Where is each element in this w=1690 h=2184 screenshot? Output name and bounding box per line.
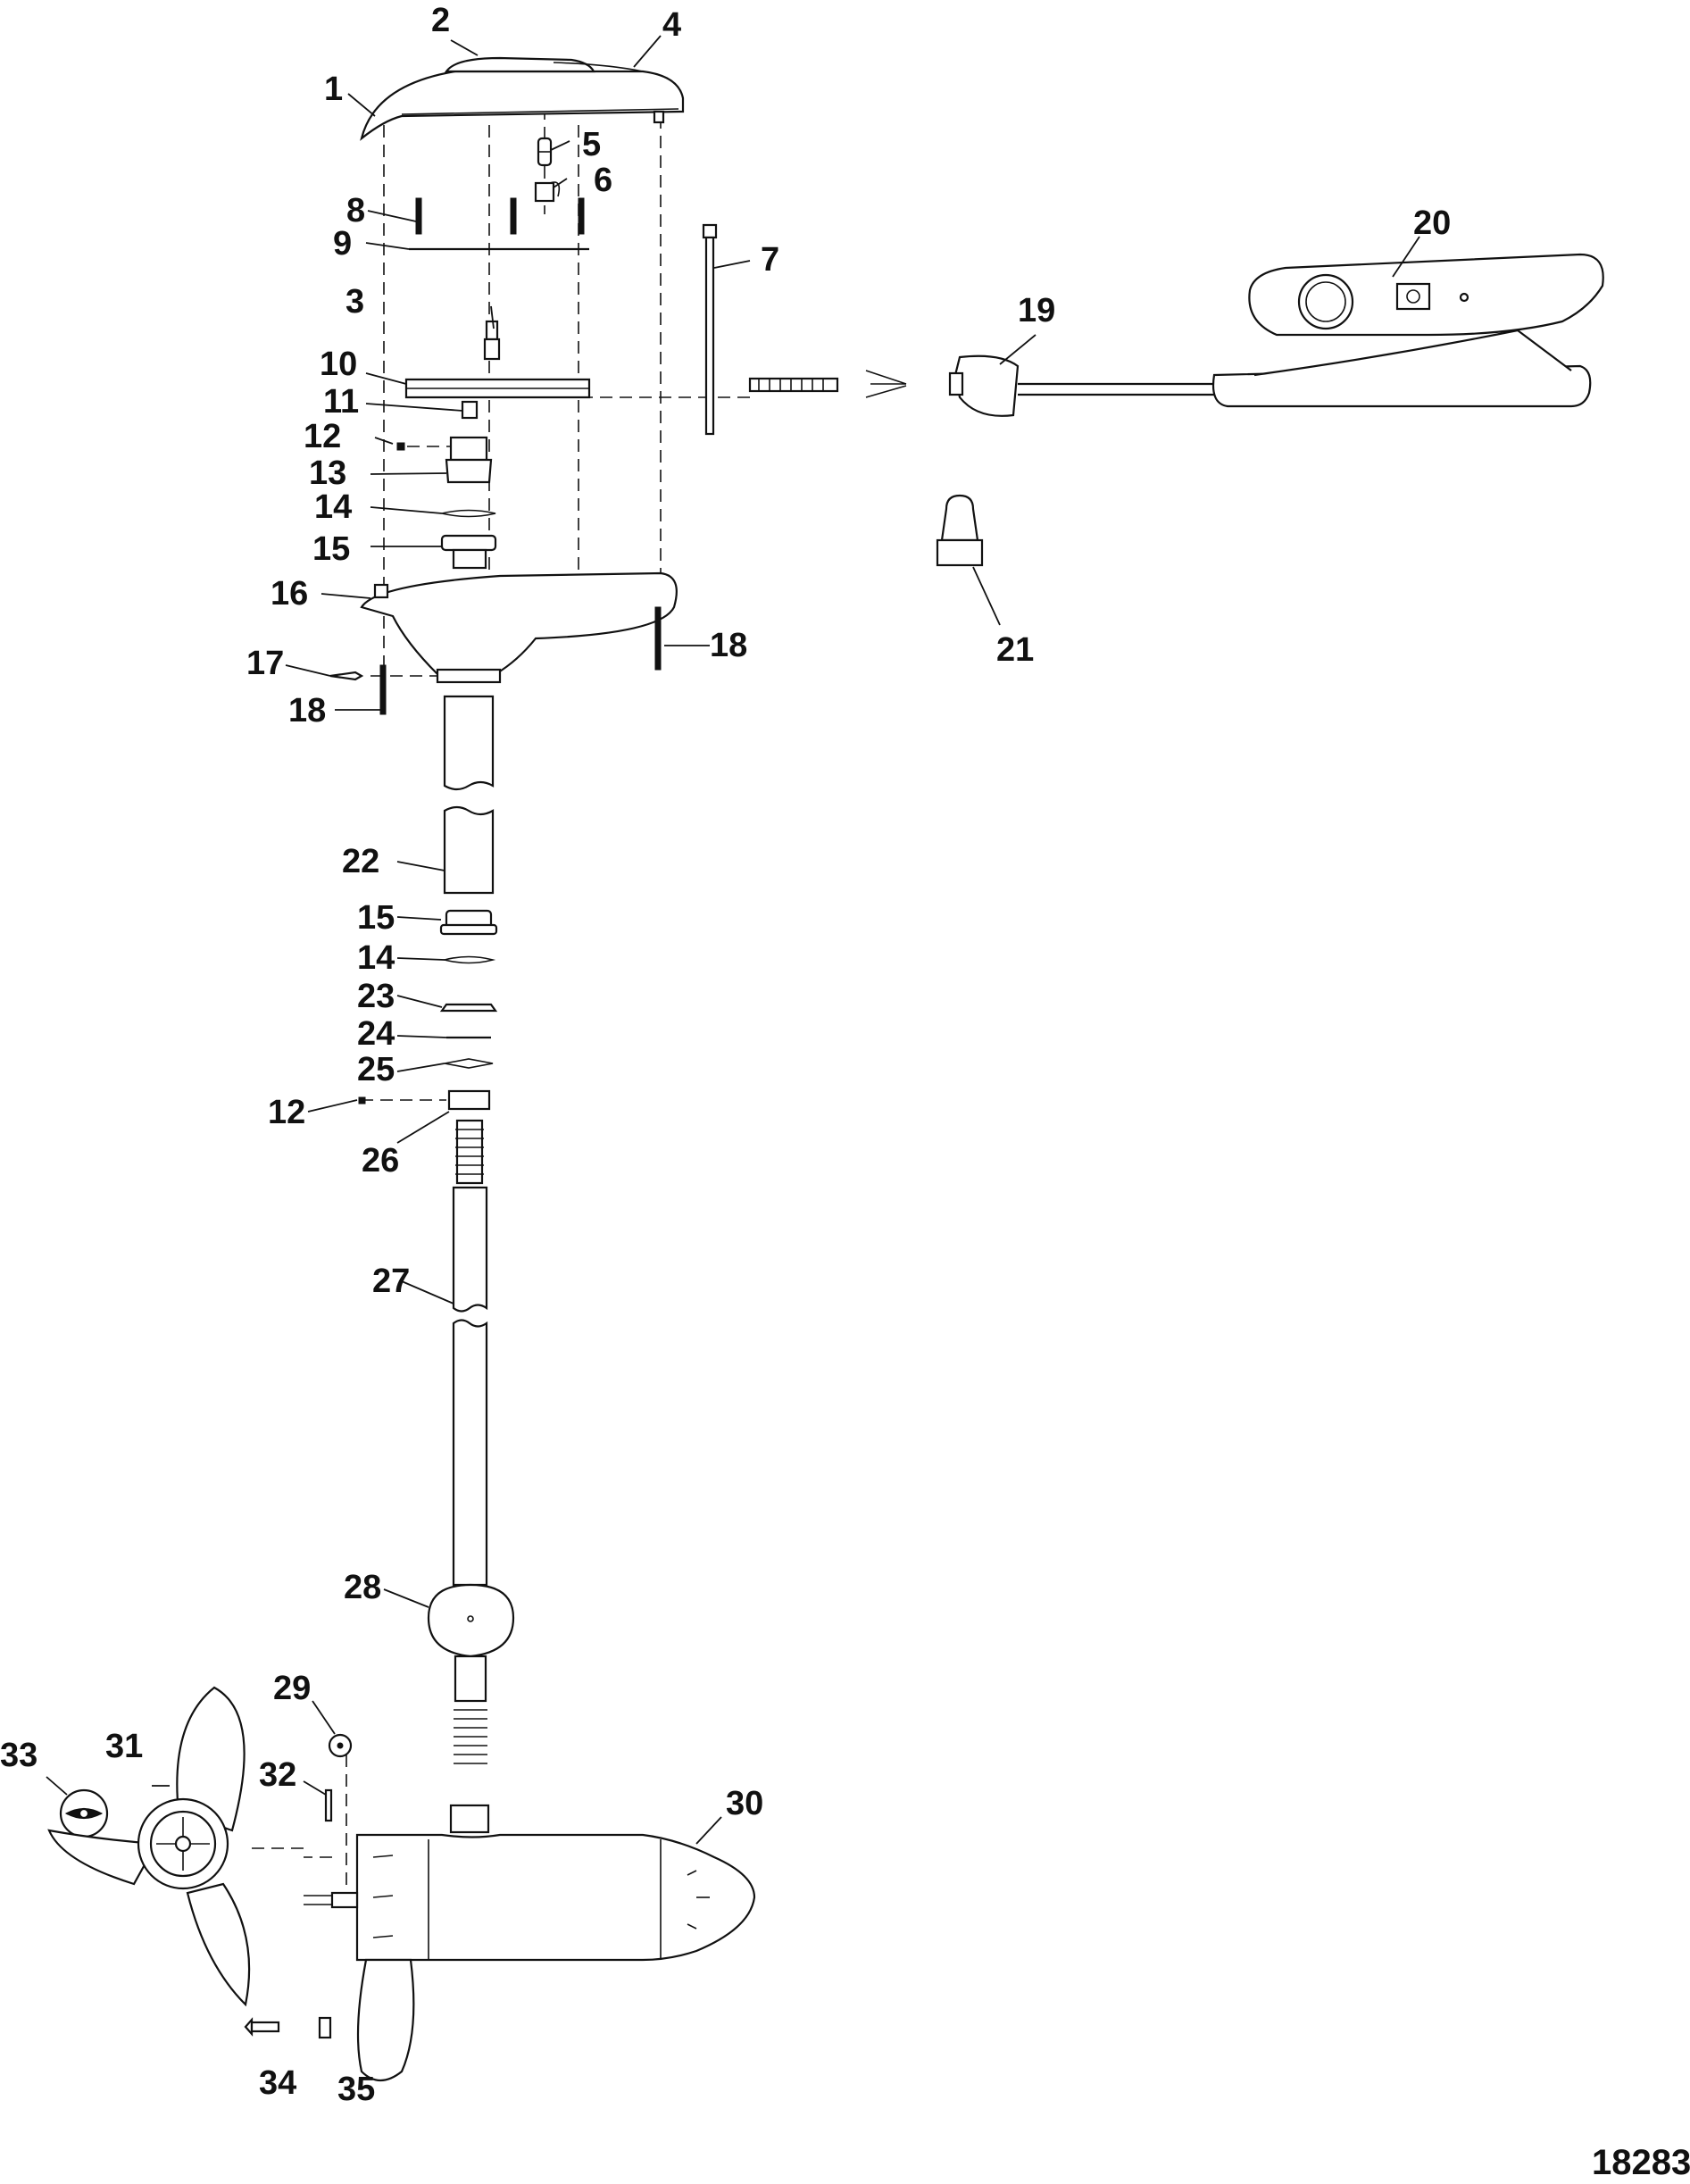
figure-number: 18283	[1592, 2143, 1690, 2182]
wire-connector	[936, 494, 984, 567]
propeller	[47, 1686, 251, 2007]
callout-2: 2	[431, 2, 450, 39]
callout-16: 16	[271, 575, 308, 613]
trolling-motor	[304, 1833, 756, 2082]
switch-and-clip	[534, 137, 561, 203]
upper-shaft	[443, 695, 495, 895]
callout-29: 29	[273, 1670, 311, 1707]
callout-17: 17	[246, 645, 284, 682]
callout-14: 14	[314, 488, 352, 526]
callout-24: 24	[357, 1015, 395, 1053]
callout-12: 12	[304, 418, 341, 455]
foot-pedal-assembly	[748, 253, 1604, 417]
callout-15b: 15	[357, 899, 395, 937]
cable-tie	[702, 223, 718, 436]
callout-34: 34	[259, 2064, 296, 2102]
callout-30: 30	[726, 1785, 763, 1822]
leader-lines	[46, 35, 1420, 1845]
control-plate	[404, 320, 591, 420]
callout-28: 28	[344, 1569, 381, 1606]
callout-32: 32	[259, 1756, 296, 1794]
pin-and-screw	[244, 2016, 332, 2039]
callout-21: 21	[996, 631, 1034, 669]
callout-26: 26	[362, 1142, 399, 1180]
callout-3: 3	[345, 283, 364, 321]
propeller-hardware	[59, 1733, 353, 1838]
upper-bearing-stack	[396, 436, 497, 570]
callout-13: 13	[309, 454, 346, 492]
callout-23: 23	[357, 978, 395, 1015]
callout-33: 33	[0, 1737, 37, 1774]
callout-35: 35	[337, 2071, 375, 2108]
lower-shaft	[452, 1119, 488, 1587]
callout-18: 18	[288, 692, 326, 729]
mount-housing	[360, 571, 678, 684]
mount-fasteners	[329, 606, 662, 715]
callout-11: 11	[323, 383, 359, 421]
callout-31: 31	[105, 1728, 143, 1765]
callout-18b: 18	[710, 627, 747, 664]
shaft-collar	[427, 1583, 515, 1834]
lower-bearing-stack	[358, 909, 498, 1111]
callout-9: 9	[333, 225, 352, 263]
callout-7: 7	[761, 241, 779, 279]
callout-8: 8	[346, 192, 365, 229]
callout-4: 4	[662, 6, 681, 44]
head-cover-top	[360, 56, 685, 141]
callout-19: 19	[1018, 292, 1055, 329]
callout-1: 1	[324, 71, 343, 108]
screws-and-gasket	[409, 197, 589, 251]
callout-22: 22	[342, 843, 379, 880]
callout-5: 5	[582, 126, 601, 163]
callout-6: 6	[594, 162, 612, 199]
callout-14b: 14	[357, 939, 395, 977]
callout-25: 25	[357, 1051, 395, 1088]
callout-15: 15	[312, 530, 350, 568]
callout-27: 27	[372, 1263, 410, 1300]
callout-12b: 12	[268, 1094, 305, 1131]
callout-10: 10	[320, 346, 357, 383]
callout-20: 20	[1413, 204, 1451, 242]
